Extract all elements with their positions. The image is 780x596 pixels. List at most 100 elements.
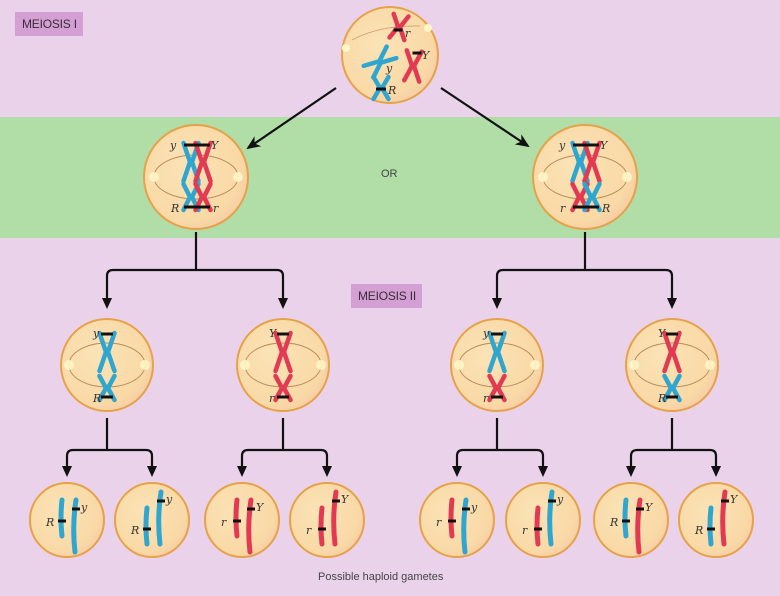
chromosome-long (331, 489, 339, 547)
centrosome (149, 172, 159, 182)
chromosome-short (622, 497, 629, 539)
gamete-cell: Ry (29, 482, 105, 558)
chromosome-long (461, 497, 469, 555)
allele-band (707, 527, 715, 531)
centrosome (424, 24, 432, 32)
branch-connector (65, 418, 154, 468)
centrosome (622, 172, 632, 182)
allele-label: y (165, 493, 173, 506)
arrows-layer (62, 87, 721, 477)
chromatid (105, 330, 117, 374)
chromosome-y (361, 44, 399, 80)
allele-band (534, 527, 542, 531)
allele-band (393, 28, 403, 32)
allele-label: y (92, 327, 100, 340)
chromosome-top (487, 330, 507, 374)
allele-band (585, 143, 599, 147)
centrosome (140, 360, 150, 370)
allele-label: R (387, 84, 396, 97)
chromatid (590, 140, 602, 184)
chromosome-top-right (582, 140, 602, 184)
spindle-fiber (351, 25, 421, 41)
allele-band (157, 499, 165, 503)
chromosome-short (707, 505, 714, 547)
arrow-head (667, 298, 677, 309)
branch-connector (629, 418, 718, 468)
chromatid (670, 330, 682, 374)
allele-label: y (556, 493, 564, 506)
arrow-head (711, 466, 721, 477)
allele-label: r (213, 202, 219, 215)
branch-connector (105, 232, 285, 300)
cell-membrane (204, 482, 280, 558)
chromosome-short (233, 497, 240, 539)
allele-label: Y (600, 139, 609, 152)
allele-band (573, 205, 587, 209)
allele-band (622, 519, 630, 523)
allele-label: Y (269, 327, 278, 340)
allele-band (573, 143, 587, 147)
chromosome-long (156, 489, 164, 547)
allele-label: r (405, 27, 411, 40)
chromosome-r (387, 11, 411, 43)
allele-label: R (609, 516, 618, 529)
centrosome (233, 172, 243, 182)
centrosome (629, 360, 639, 370)
chromosome-Y (401, 48, 425, 84)
chromosome-short (448, 497, 455, 539)
or-label: OR (381, 168, 398, 180)
allele-band (58, 519, 66, 523)
chromosome-top-right (193, 140, 213, 184)
allele-band (184, 205, 198, 209)
centrosome (240, 360, 250, 370)
allele-label: y (470, 501, 478, 514)
meiosis-ii-cell: YR (625, 318, 719, 412)
allele-label: y (80, 501, 88, 514)
chromosome-top (97, 330, 117, 374)
meiosis-ii-label: MEIOSIS II (351, 284, 423, 308)
centrosome (316, 360, 326, 370)
allele-band (101, 395, 113, 399)
allele-band (491, 395, 503, 399)
allele-band (184, 143, 198, 147)
gamete-cell: ry (419, 482, 495, 558)
cell-membrane (236, 318, 330, 412)
cell-membrane (450, 318, 544, 412)
meiosis-ii-cell: Yr (236, 318, 330, 412)
cell-membrane (60, 318, 154, 412)
gametes-caption: Possible haploid gametes (318, 571, 444, 583)
cell-membrane (341, 6, 439, 104)
cell-membrane (593, 482, 669, 558)
allele-band (721, 499, 729, 503)
allele-label: Y (658, 327, 667, 340)
allele-label: y (482, 327, 490, 340)
chromatid (411, 49, 425, 84)
chromosome-short (534, 505, 541, 547)
allele-band (143, 527, 151, 531)
gamete-cell: ry (505, 482, 581, 558)
allele-label: r (306, 524, 312, 537)
cell-membrane (29, 482, 105, 558)
arrow-head (62, 466, 72, 477)
allele-label: Y (645, 501, 654, 514)
arrow-head (626, 466, 636, 477)
arrow-to-left-metaphase (246, 87, 337, 150)
allele-band (585, 205, 599, 209)
allele-label: r (483, 392, 489, 405)
branch-connector (495, 232, 674, 300)
arrow-head (538, 466, 548, 477)
allele-label: R (657, 392, 666, 405)
chromosome-short (143, 505, 150, 547)
centrosome (705, 360, 715, 370)
cell-membrane (678, 482, 754, 558)
chromatid (371, 55, 399, 80)
allele-band (491, 332, 503, 336)
allele-label: R (601, 202, 610, 215)
chromosome-long (71, 497, 79, 555)
chromosome-short (318, 505, 325, 547)
allele-label: y (169, 139, 177, 152)
allele-label: R (694, 524, 703, 537)
